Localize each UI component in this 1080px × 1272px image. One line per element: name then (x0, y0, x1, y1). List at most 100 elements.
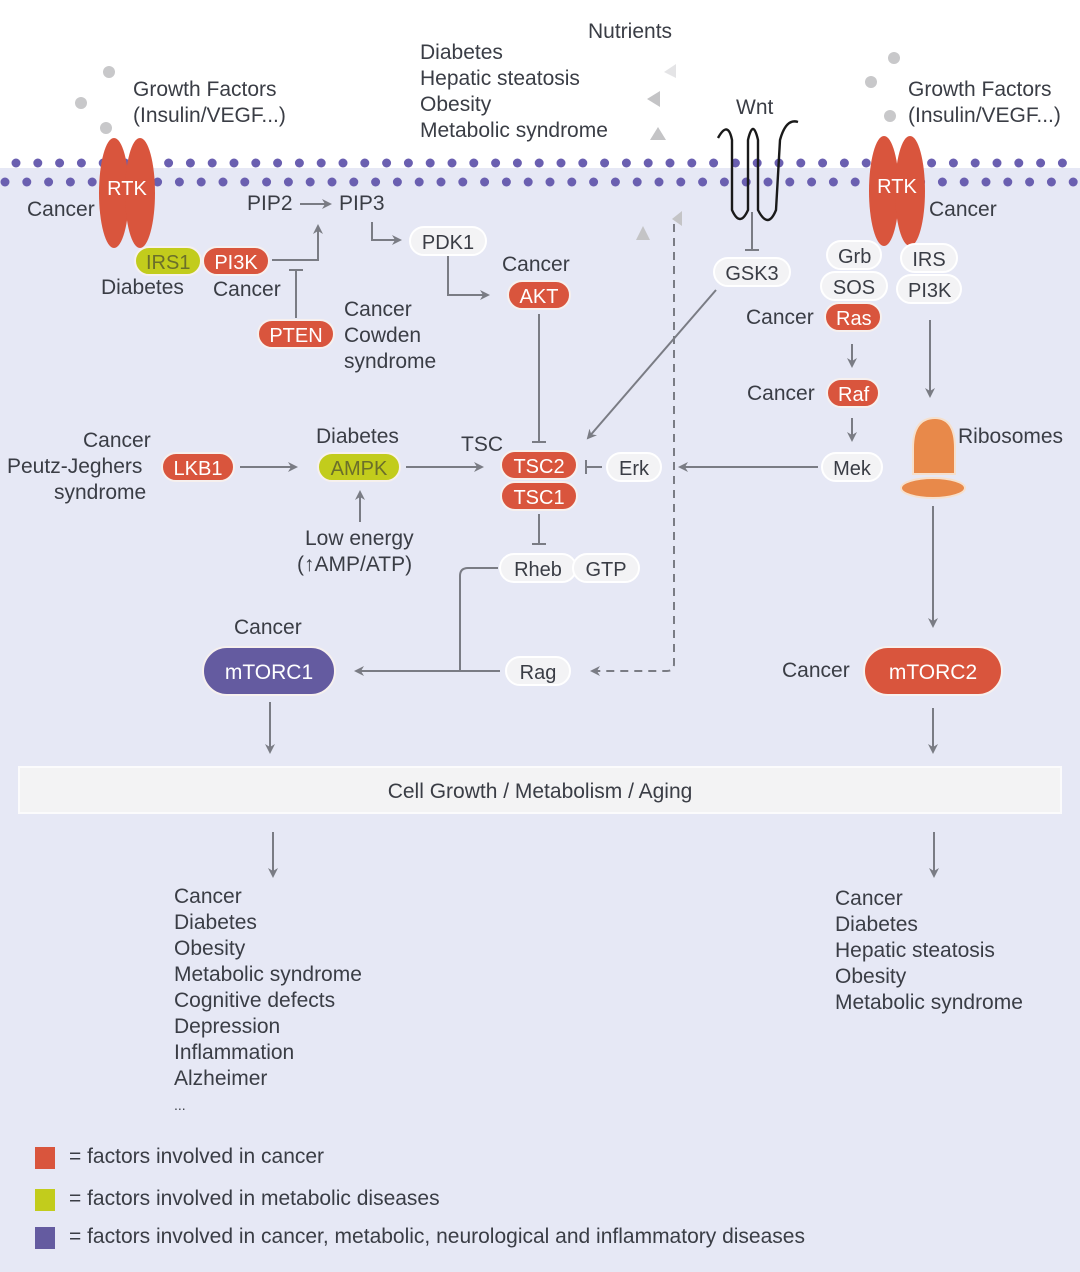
pip3-label: PIP3 (339, 192, 385, 215)
membrane-lipid-dot (392, 177, 402, 187)
membrane-lipid-dot (425, 158, 435, 168)
pten-annotation-1: Cancer (344, 298, 412, 321)
nutrient-disease: Diabetes (420, 41, 503, 64)
low-energy-line2: (↑AMP/ATP) (297, 553, 413, 576)
nutrient-disease: Obesity (420, 93, 492, 116)
dashed-nutrients-rag (590, 224, 675, 676)
membrane-lipid-dot (818, 158, 828, 168)
ras-annotation: Cancer (746, 306, 814, 329)
membrane-lipid-dot (763, 177, 773, 187)
membrane-lipid-dot (839, 158, 849, 168)
membrane-lipid-dot (676, 177, 686, 187)
membrane-lipid-dot (458, 177, 468, 187)
node-irs1: IRS1 (134, 246, 202, 276)
outcome-banner: Cell Growth / Metabolism / Aging (18, 766, 1062, 814)
arrow-pip3-pdk1 (371, 222, 402, 245)
membrane-lipid-dot (327, 177, 337, 187)
membrane-lipid-dot (970, 158, 980, 168)
node-gsk3: GSK3 (713, 257, 791, 287)
node-ampk: AMPK (317, 452, 401, 482)
membrane-lipid-dot (654, 177, 664, 187)
membrane-lipid-dot (33, 158, 43, 168)
node-pi3k-left: PI3K (202, 246, 270, 276)
node-mtorc2: mTORC2 (863, 646, 1003, 696)
arrow-pdk1-akt (447, 256, 490, 300)
membrane-lipid-dot (218, 177, 228, 187)
membrane-lipid-dot (229, 158, 239, 168)
rtk-left: RTK (99, 138, 155, 248)
membrane-lipid-dot (22, 177, 32, 187)
node-akt: AKT (507, 280, 571, 310)
membrane-lipid-dot (632, 177, 642, 187)
membrane-lipid-dot (436, 177, 446, 187)
membrane-lipid-dot (1068, 177, 1078, 187)
tsc-label: TSC (461, 433, 503, 456)
growth-factor-dot (103, 66, 115, 78)
membrane-lipid-dot (600, 158, 610, 168)
nutrient-triangle (636, 226, 650, 240)
membrane-lipid-dot (469, 158, 479, 168)
membrane-lipid-dot (523, 177, 533, 187)
lkb1-annotation-1: Cancer (83, 429, 151, 452)
ribosomes-label: Ribosomes (958, 425, 1064, 448)
growth-factor-dot (75, 97, 87, 109)
mtorc1-disease: Inflammation (174, 1041, 295, 1064)
membrane-lipid-dot (403, 158, 413, 168)
membrane-lipid-dot (567, 177, 577, 187)
membrane-lipid-dot (698, 177, 708, 187)
membrane-lipid-dot (850, 177, 860, 187)
membrane-lipid-dot (164, 158, 174, 168)
legend-swatch-metabolic (35, 1189, 55, 1211)
arrow-gsk3-tsc2 (586, 289, 717, 440)
node-grb: Grb (826, 240, 882, 270)
mtorc1-disease: Obesity (174, 937, 246, 960)
node-rag: Rag (505, 656, 571, 686)
lkb1-annotation-3: syndrome (54, 481, 147, 504)
nutrient-triangle (647, 91, 660, 107)
membrane-lipid-dot (610, 177, 620, 187)
node-irs-right: IRS (900, 243, 958, 273)
mtorc1-disease: Depression (174, 1015, 281, 1038)
membrane-lipid-dot (1003, 177, 1013, 187)
akt-annotation: Cancer (502, 253, 570, 276)
membrane-lipid-dot (11, 158, 21, 168)
connector-rheb-mtorc1 (459, 567, 498, 671)
rtk-right-annotation: Cancer (929, 198, 997, 221)
membrane-lipid-dot (937, 177, 947, 187)
membrane-lipid-dot (76, 158, 86, 168)
membrane-lipid-dot (55, 158, 65, 168)
mtorc1-disease: Metabolic syndrome (174, 963, 362, 986)
membrane-lipid-dot (283, 177, 293, 187)
nutrient-triangle (650, 127, 666, 140)
ribosome-icon (900, 416, 966, 499)
membrane-lipid-dot (65, 177, 75, 187)
membrane-lipid-dot (1036, 158, 1046, 168)
legend-swatch-cancer (35, 1147, 55, 1169)
membrane-lipid-dot (796, 158, 806, 168)
rtk-right: RTK (869, 136, 925, 246)
node-mtorc1: mTORC1 (202, 646, 336, 696)
nutrients-label: Nutrients (588, 20, 673, 43)
growth-factors-left-line1: Growth Factors (133, 78, 277, 101)
lkb1-annotation-2: Peutz-Jeghers (7, 455, 143, 478)
mtorc1-disease: Alzheimer (174, 1067, 268, 1090)
growth-factors-left-line2: (Insulin/VEGF...) (133, 104, 286, 127)
pten-annotation-3: syndrome (344, 350, 437, 373)
mtorc2-disease: Metabolic syndrome (835, 991, 1023, 1014)
mtorc1-disease-list: Cancer Diabetes Obesity Metabolic syndro… (174, 884, 362, 1118)
membrane-lipid-dot (251, 158, 261, 168)
node-lkb1: LKB1 (161, 452, 235, 482)
legend-label: = factors involved in cancer, metabolic,… (69, 1225, 805, 1248)
mtorc1-annotation: Cancer (234, 616, 302, 639)
membrane-lipid-dot (959, 177, 969, 187)
membrane-lipid-dot (807, 177, 817, 187)
membrane-lipid-dot (556, 158, 566, 168)
node-pi3k-right: PI3K (896, 274, 962, 304)
membrane-lipid-dot (665, 158, 675, 168)
membrane-lipid-dot (491, 158, 501, 168)
membrane-lipid-dot (709, 158, 719, 168)
nutrient-triangle (664, 64, 676, 78)
node-ras: Ras (824, 302, 882, 332)
node-gtp: GTP (572, 553, 640, 583)
node-tsc1: TSC1 (500, 481, 578, 511)
